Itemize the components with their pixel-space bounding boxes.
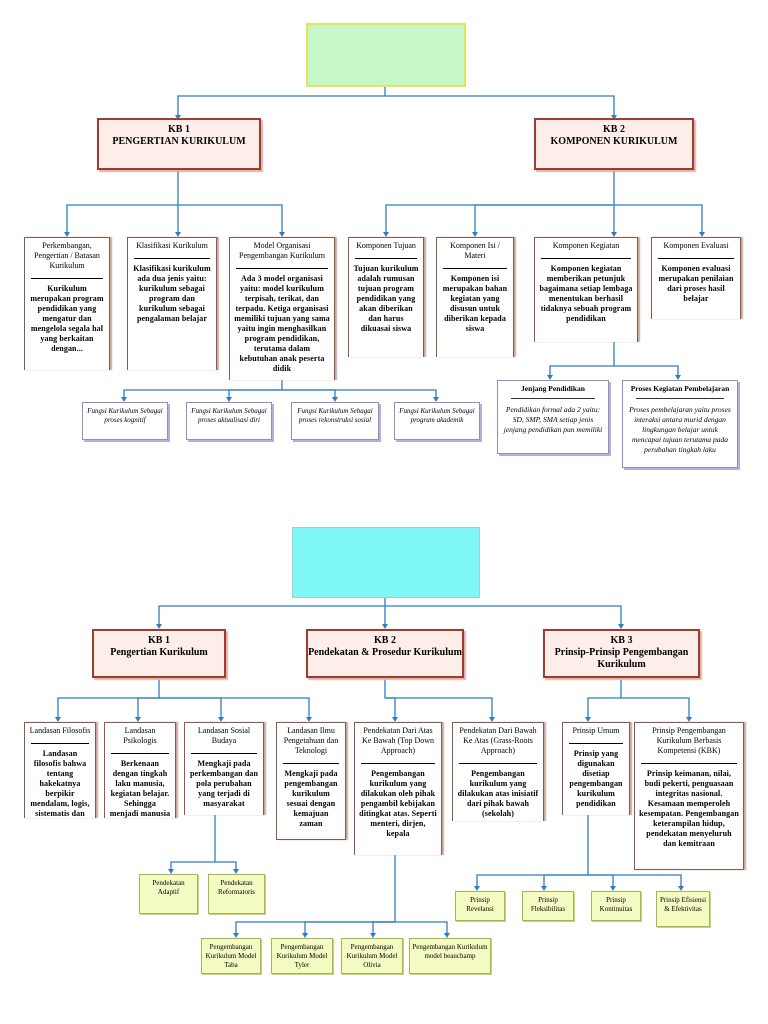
card-landasan-sosial-budaya: Landasan Sosial Budaya Mengkaji pada per…	[184, 722, 264, 815]
kb1-box-diagram1: KB 1 PENGERTIAN KURIKULUM	[97, 118, 261, 170]
model-taba: Pengembangan Kurikulum Model Taba	[201, 938, 261, 974]
card-prinsip-kbk: Prinsip Pengembangan Kurikulum Berbasis …	[634, 722, 744, 870]
kb2-box-diagram2: KB 2 Pendekatan & Prosedur Kurikulum	[306, 629, 464, 678]
kb2-box-diagram1: KB 2 KOMPONEN KURIKULUM	[534, 118, 694, 170]
model-tyler: Pengembangan Kurikulum Model Tyler	[271, 938, 333, 974]
kb1-box-diagram2: KB 1 Pengertian Kurikulum	[92, 629, 226, 678]
card-grass-roots: Pendekatan Dari Bawah Ke Atas (Grass-Roo…	[452, 722, 544, 821]
card-komponen-kegiatan: Komponen Kegiatan Komponen kegiatan memb…	[534, 237, 638, 342]
card-model-organisasi: Model Organisasi Pengembangan Kurikulum …	[229, 237, 335, 380]
root-box-2	[292, 527, 480, 598]
card-komponen-tujuan: Komponen Tujuan Tujuan kurikulum adalah …	[348, 237, 424, 357]
card-klasifikasi: Klasifikasi Kurikulum Klasifikasi kuriku…	[127, 237, 217, 370]
proses-kegiatan-pembelajaran: Proses Kegiatan Pembelajaran Proses pemb…	[622, 380, 738, 468]
pendekatan-reformatoris: Pendekatan Reformatoris	[208, 874, 265, 914]
card-landasan-filosofis: Landasan Filosofis Landasan filosofis ba…	[24, 722, 96, 818]
card-perkembangan: Perkembangan, Pengertian / Batasan Kurik…	[24, 237, 110, 370]
model-olivia: Pengembangan Kurikulum Model Olivia	[341, 938, 403, 974]
card-landasan-iptek: Landasan Ilmu Pengetahuan dan Teknologi …	[276, 722, 346, 840]
fungsi-akademik: Fungsi Kurikulum Sebagai program akademi…	[394, 402, 480, 440]
card-landasan-psikologis: Landasan Psikologis Berkenaan dengan tin…	[104, 722, 176, 818]
prinsip-revelansi: Prinsip Revelansi	[455, 891, 505, 921]
root-box-1	[306, 23, 466, 87]
prinsip-efisiensi: Prinsip Efisiensi & Efektivitas	[656, 891, 710, 927]
fungsi-rekonstruksi: Fungsi Kurikulum Sebagai proses rekonstr…	[291, 402, 379, 440]
prinsip-fleksibilitas: Prinsip Fleksibilitas	[522, 891, 574, 921]
kb2-code: KB 2	[603, 124, 625, 135]
card-top-down: Pendekatan Dari Atas Ke Bawah (Top Down …	[354, 722, 442, 855]
card-prinsip-umum: Prinsip Umum Prinsip yang digunakan dise…	[562, 722, 630, 815]
fungsi-kognitif: Fungsi Kurikulum Sebagai proses kognitif	[82, 402, 168, 440]
jenjang-pendidikan: Jenjang Pendidikan Pendidikan formal ada…	[497, 380, 609, 454]
fungsi-aktualisasi: Fungsi Kurikulum Sebagai proses aktualis…	[186, 402, 272, 440]
card-komponen-isi: Komponen Isi / Materi Komponen isi merup…	[436, 237, 514, 357]
kb3-box-diagram2: KB 3 Prinsip-Prinsip Pengembangan Kuriku…	[543, 629, 700, 678]
model-beauchamp: Pengembangan Kurikulum model beauchamp	[409, 938, 491, 974]
prinsip-kontinuitas: Prinsip Kontinuitas	[591, 891, 641, 921]
kb1-title: PENGERTIAN KURIKULUM	[112, 136, 246, 147]
card-komponen-evaluasi: Komponen Evaluasi Komponen evaluasi meru…	[651, 237, 741, 319]
kb1-code: KB 1	[168, 124, 190, 135]
kb2-title: KOMPONEN KURIKULUM	[550, 136, 678, 147]
pendekatan-adaptif: Pendekatan Adaptif	[139, 874, 198, 914]
